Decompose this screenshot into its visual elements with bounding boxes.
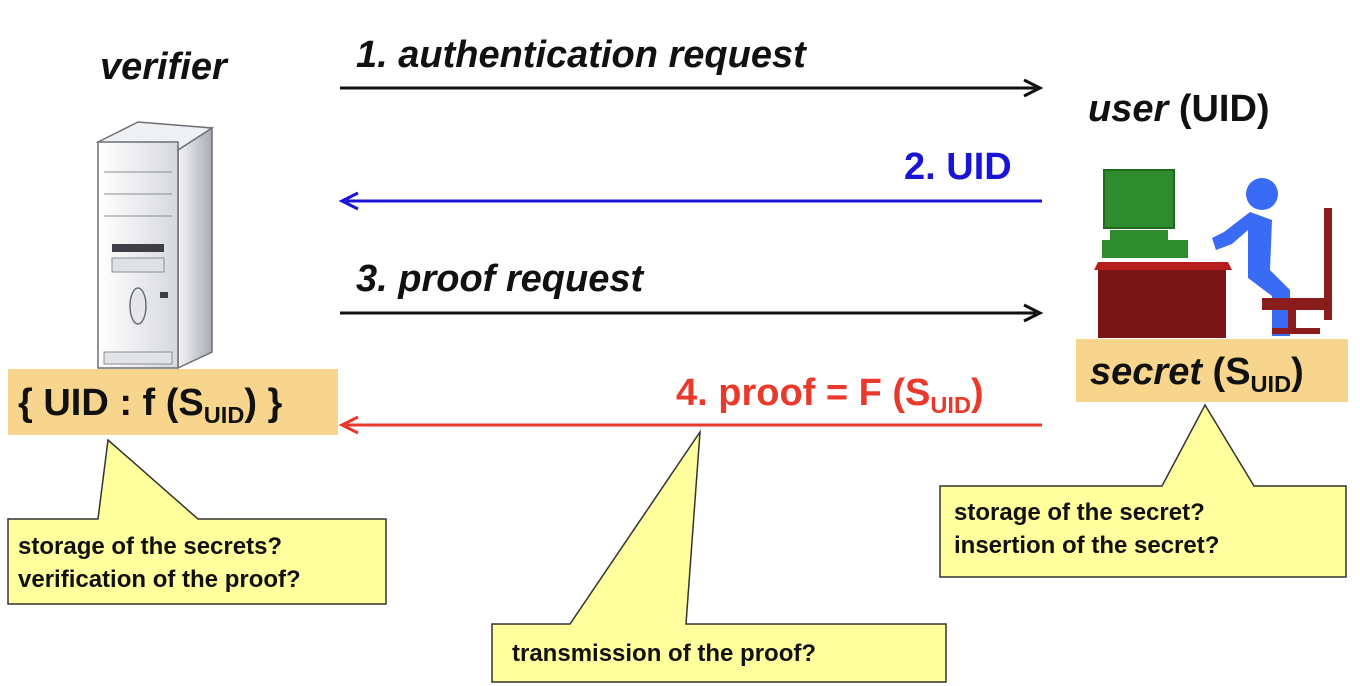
user-label: user (UID) <box>1088 88 1270 131</box>
message-2-label: 2. UID <box>904 146 1012 188</box>
user-secret-italic: secret <box>1090 351 1202 393</box>
message-3-label: 3. proof request <box>356 258 644 300</box>
callout-verifier-text: storage of the secrets? verification of … <box>18 530 301 596</box>
verifier-store-open: { UID : f (S <box>18 382 204 424</box>
verifier-store-sub: UID <box>203 402 245 429</box>
callout-verifier <box>7 438 387 605</box>
verifier-store-close: ) } <box>244 382 283 424</box>
message-4-open: 4. proof = F (S <box>676 372 931 414</box>
callout-user-line-1: storage of the secret? <box>954 499 1205 526</box>
message-4-label: 4. proof = F (SUID) <box>676 372 984 419</box>
user-label-italic: user <box>1088 88 1169 130</box>
message-4-close: ) <box>970 372 984 414</box>
callout-user-line-2: insertion of the secret? <box>954 532 1220 559</box>
verifier-store-tag <box>8 369 338 435</box>
message-4-sub: UID <box>930 392 971 419</box>
user-secret-open: (S <box>1201 351 1251 393</box>
callout-verifier-line-2: verification of the proof? <box>18 566 301 593</box>
user-secret-text: secret (SUID) <box>1090 351 1304 398</box>
user-secret-tag <box>1076 339 1348 402</box>
callout-user-text: storage of the secret? insertion of the … <box>954 496 1219 562</box>
callout-transmission-line-1: transmission of the proof? <box>512 640 817 667</box>
arrow-uid <box>338 191 1042 211</box>
message-1-label: 1. authentication request <box>356 34 806 76</box>
user-at-desk-icon <box>1094 169 1332 338</box>
callout-transmission <box>491 429 947 683</box>
arrow-proof-request <box>340 303 1044 323</box>
server-tower-icon <box>95 121 215 370</box>
user-label-uid: (UID) <box>1168 88 1270 130</box>
callout-user <box>939 403 1347 578</box>
verifier-label: verifier <box>100 46 227 88</box>
verifier-store-text: { UID : f (SUID) } <box>18 382 282 429</box>
arrow-authentication-request <box>340 78 1044 98</box>
arrow-proof <box>338 415 1042 435</box>
callout-verifier-line-1: storage of the secrets? <box>18 533 283 560</box>
user-secret-sub: UID <box>1250 371 1292 398</box>
user-secret-close: ) <box>1291 351 1304 393</box>
callout-transmission-text: transmission of the proof? <box>512 637 816 670</box>
